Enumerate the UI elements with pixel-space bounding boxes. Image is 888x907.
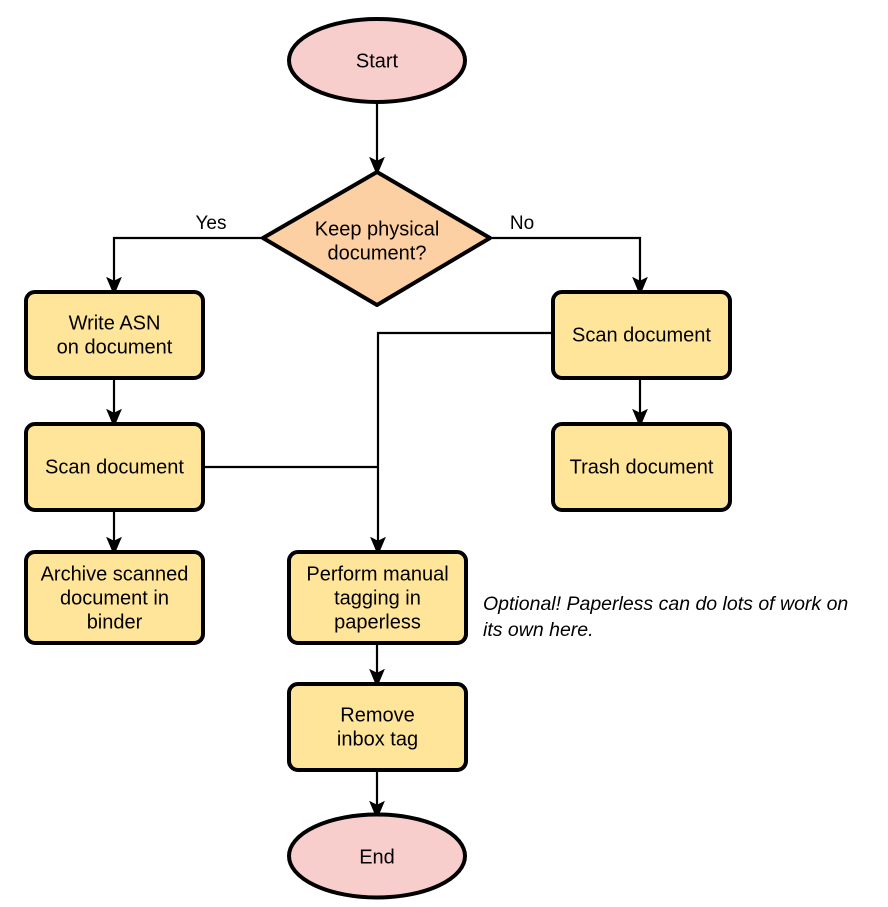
edge-label-no: No	[510, 213, 534, 234]
node-scan-document-right[interactable]: Scan document	[551, 290, 732, 380]
annotation-line1: Optional! Paperless can do lots of work …	[483, 593, 848, 615]
tagging-label-line2: tagging in	[334, 587, 421, 609]
end-label: End	[359, 846, 395, 868]
edge-scan-right-to-tagging	[370, 331, 553, 556]
edge-decision-no-to-scan-right	[490, 236, 648, 296]
write-asn-box-shape	[24, 290, 205, 380]
decision-diamond-shape	[261, 170, 492, 307]
annotation-optional-note: Optional! Paperless can do lots of work …	[483, 593, 848, 641]
node-trash-document[interactable]: Trash document	[551, 422, 732, 512]
node-remove-inbox-tag[interactable]: Remove inbox tag	[287, 682, 468, 772]
write-asn-label-line2: on document	[57, 336, 173, 358]
edge-decision-yes-to-write-asn	[106, 236, 263, 296]
tagging-box-shape	[287, 550, 468, 645]
node-scan-document-left[interactable]: Scan document	[24, 422, 205, 512]
node-write-asn-on-document[interactable]: Write ASN on document	[24, 290, 205, 380]
start-label: Start	[356, 50, 399, 72]
archive-label-line2: document in	[60, 587, 169, 609]
start-ellipse-shape	[287, 17, 467, 104]
scan-document-left-label: Scan document	[45, 456, 184, 478]
write-asn-label-line1: Write ASN	[69, 312, 161, 334]
trash-document-label: Trash document	[570, 456, 714, 478]
end-ellipse-shape	[287, 812, 467, 900]
scan-document-left-box-shape	[24, 422, 205, 512]
decision-label-line2: document?	[328, 242, 427, 264]
node-end[interactable]: End	[287, 812, 467, 900]
node-archive-scanned-document-in-binder[interactable]: Archive scanned document in binder	[24, 550, 205, 645]
edge-label-yes: Yes	[196, 213, 227, 234]
decision-label-line1: Keep physical	[315, 218, 440, 240]
archive-box-shape	[24, 550, 205, 645]
trash-document-box-shape	[551, 422, 732, 512]
scan-document-right-box-shape	[551, 290, 732, 380]
node-start[interactable]: Start	[287, 17, 467, 104]
remove-inbox-tag-label-line2: inbox tag	[337, 728, 418, 750]
archive-label-line1: Archive scanned	[41, 563, 189, 585]
node-decision-keep-physical-document[interactable]: Keep physical document?	[261, 170, 492, 307]
tagging-label-line1: Perform manual	[306, 563, 448, 585]
remove-inbox-tag-label-line1: Remove	[340, 704, 414, 726]
tagging-label-line3: paperless	[334, 611, 421, 633]
scan-document-right-label: Scan document	[572, 324, 711, 346]
annotation-line2: its own here.	[483, 619, 594, 641]
node-perform-manual-tagging-in-paperless[interactable]: Perform manual tagging in paperless	[287, 550, 468, 645]
archive-label-line3: binder	[87, 611, 143, 633]
remove-inbox-tag-box-shape	[287, 682, 468, 772]
